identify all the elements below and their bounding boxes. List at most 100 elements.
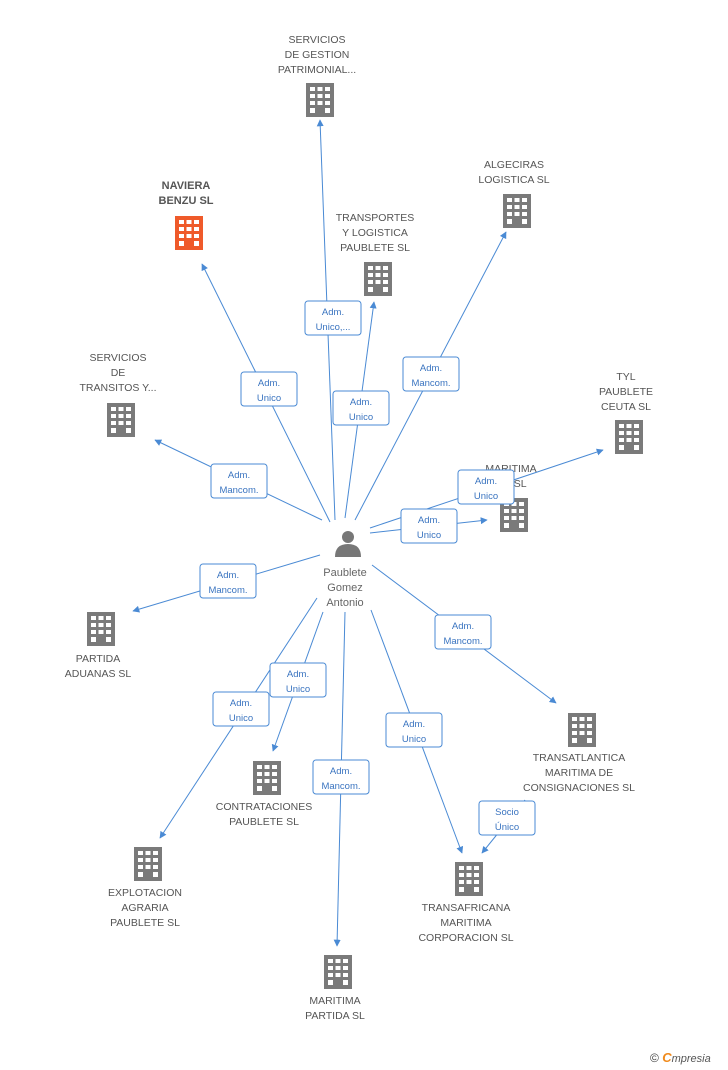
company-node-transatlantica[interactable]: TRANSATLANTICA MARITIMA DE CONSIGNACIONES … <box>523 713 635 794</box>
company-label-line: TRANSATLANTICA <box>533 752 626 764</box>
role-badge-text: Adm. <box>322 307 344 318</box>
copyright-symbol: © <box>650 1051 659 1065</box>
role-badge-text: Adm. <box>217 570 239 581</box>
company-label-line: PAUBLETE SL <box>340 242 410 254</box>
role-badge-text: Adm. <box>403 719 425 730</box>
role-badge-text: Unico <box>229 713 253 724</box>
role-badge-maritima-mp[interactable]: Adm. Unico <box>400 508 458 544</box>
company-label-line: AGRARIA <box>121 902 168 914</box>
role-badge-text: Mancom. <box>411 378 450 389</box>
footer-brand: © Cmpresia <box>650 1050 711 1065</box>
building-icon <box>324 955 352 989</box>
role-badge-text: Mancom. <box>219 485 258 496</box>
company-node-partida-aduanas[interactable]: PARTIDA ADUANAS SL <box>65 612 132 680</box>
role-badge-servicios-gestion[interactable]: Adm. Unico,... <box>304 300 362 336</box>
role-badge-contrataciones[interactable]: Adm. Unico <box>269 662 327 698</box>
role-badge-text: Adm. <box>475 476 497 487</box>
building-icon <box>306 83 334 117</box>
company-label-line: TRANSAFRICANA <box>422 902 511 914</box>
company-label-line: MARITIMA <box>440 917 491 929</box>
role-badge-text: Adm. <box>287 669 309 680</box>
role-badge-text: Adm. <box>258 378 280 389</box>
building-icon <box>503 194 531 228</box>
company-label-line: PAUBLETE SL <box>110 917 180 929</box>
company-label-line: DE GESTION <box>285 49 350 61</box>
company-label-line: PAUBLETE SL <box>229 816 299 828</box>
role-badge-text: Unico <box>349 412 373 423</box>
company-label-line: MARITIMA DE <box>545 767 613 779</box>
role-badge-text: Adm. <box>420 363 442 374</box>
company-label-line: PARTIDA <box>76 653 121 665</box>
role-badge-explotacion-agraria[interactable]: Adm. Unico <box>212 691 270 727</box>
role-badge-text: Mancom. <box>443 636 482 647</box>
role-badge-servicios-transitos[interactable]: Adm. Mancom. <box>210 463 268 499</box>
role-badge-transportes-logistica[interactable]: Adm. Unico <box>332 390 390 426</box>
building-icon <box>87 612 115 646</box>
role-badge-text: Mancom. <box>321 781 360 792</box>
company-label-line: DE <box>111 367 126 379</box>
role-badge-tyl-paublete[interactable]: Adm.Unico <box>457 469 515 505</box>
company-label-line: PAUBLETE <box>599 386 653 398</box>
role-badge-naviera-benzu[interactable]: Adm. Unico <box>240 371 298 407</box>
company-label-line: SERVICIOS <box>289 34 346 46</box>
person-icon <box>335 531 361 557</box>
role-badge-text: Unico,... <box>316 322 351 333</box>
company-label-line: SERVICIOS <box>90 352 147 364</box>
building-icon <box>175 216 203 250</box>
company-label-line: LOGISTICA SL <box>478 174 549 186</box>
role-badge-transafricana[interactable]: Adm. Unico <box>385 712 443 748</box>
role-badge-text: Unico <box>417 530 441 541</box>
building-icon <box>455 862 483 896</box>
role-badge-algeciras-logistica[interactable]: Adm. Mancom. <box>402 356 460 392</box>
nodes-layer: SERVICIOS DE GESTION PATRIMONIAL... NAVIERA… <box>65 34 653 1022</box>
role-badge-text: Adm. <box>418 515 440 526</box>
role-badge-text: Adm. <box>228 470 250 481</box>
role-badge-text: Unico <box>257 393 281 404</box>
building-icon <box>615 420 643 454</box>
person-label-line: Paublete <box>323 567 366 579</box>
role-badge-partida-aduanas[interactable]: Adm. Mancom. <box>199 563 257 599</box>
company-node-maritima-partida[interactable]: MARITIMA PARTIDA SL <box>305 955 365 1022</box>
role-badge-transatlantica[interactable]: Adm. Mancom. <box>434 614 492 650</box>
person-label-line: Gomez <box>327 582 362 594</box>
company-label-line: PARTIDA SL <box>305 1010 365 1022</box>
role-badge-maritima-partida[interactable]: Adm. Mancom. <box>312 759 370 795</box>
company-label-line: CONSIGNACIONES SL <box>523 782 635 794</box>
building-icon <box>107 403 135 437</box>
role-badge-text: Adm. <box>452 621 474 632</box>
role-badge-text: Mancom. <box>208 585 247 596</box>
company-label-line: MARITIMA <box>309 995 360 1007</box>
company-label-line: TYL <box>616 371 635 383</box>
company-label-line: TRANSITOS Y... <box>79 382 156 394</box>
role-badge-text: Adm. <box>230 698 252 709</box>
company-node-servicios-transitos[interactable]: SERVICIOS DE TRANSITOS Y... <box>79 352 157 437</box>
company-node-transafricana[interactable]: TRANSAFRICANA MARITIMA CORPORACION SL <box>418 862 514 944</box>
company-label-line: CORPORACION SL <box>418 932 513 944</box>
company-label-line: PATRIMONIAL... <box>278 64 356 76</box>
company-label-line: Y LOGISTICA <box>342 227 408 239</box>
company-label-line: BENZU SL <box>159 195 214 207</box>
role-badge-text: Unico <box>286 684 310 695</box>
building-icon <box>568 713 596 747</box>
company-node-algeciras-logistica[interactable]: ALGECIRAS LOGISTICA SL <box>478 159 550 228</box>
role-badge-text: Unico <box>402 734 426 745</box>
building-icon <box>134 847 162 881</box>
role-badge-text: Socio <box>495 807 519 818</box>
company-label-line: NAVIERA <box>162 180 211 192</box>
company-node-naviera-benzu[interactable]: NAVIERA BENZU SL <box>159 180 214 250</box>
brand-logo-initial: C <box>662 1050 672 1065</box>
role-badge-text: Adm. <box>350 397 372 408</box>
company-node-servicios-gestion[interactable]: SERVICIOS DE GESTION PATRIMONIAL... <box>278 34 356 117</box>
role-badge-text: Adm. <box>330 766 352 777</box>
company-label-line: ADUANAS SL <box>65 668 132 680</box>
role-badge-text: Único <box>495 822 519 833</box>
company-label-line: ALGECIRAS <box>484 159 544 171</box>
